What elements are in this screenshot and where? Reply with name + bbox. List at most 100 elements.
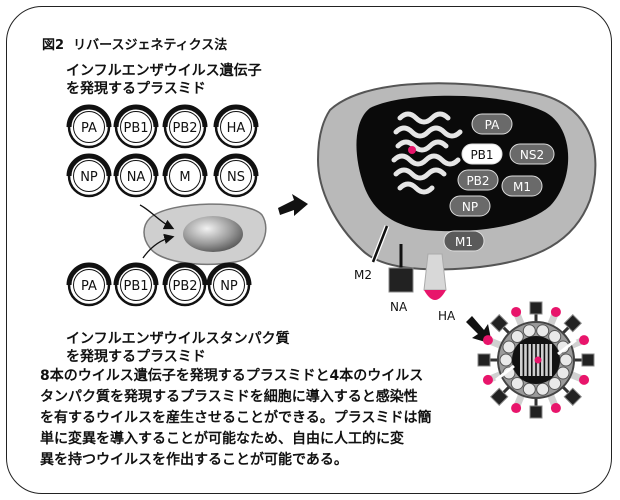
nucleus-protein-label: NS2 [520,148,544,162]
na-label: NA [390,300,408,314]
viral-rna-segments [391,111,463,195]
plasmid-entry-arrow-top [139,204,175,230]
ha-spike-head [579,374,590,385]
nucleus-protein-label: NP [462,200,478,214]
na-spike-head [563,387,582,406]
description-line-3: を有するウイルスを産生させることができる。プラスミドは簡 [40,410,432,426]
nucleus-protein-label: PB2 [466,174,489,188]
m1-matrix [499,353,513,367]
gene-plasmid-label: NS [227,170,245,185]
gene-plasmid-label: PA [81,121,97,136]
m1-matrix [548,330,562,344]
gene-plasmid-label: NA [127,170,146,185]
cell-nucleus [183,216,243,252]
figure-title: 図2 リバースジェネティクス法 [42,38,228,53]
ha-label: HA [438,309,456,323]
gene-plasmid: HA [213,104,259,149]
gene-plasmid: PB1 [113,104,159,149]
m2-channel [370,225,390,263]
description-line-2: タンパク質を発現するプラスミドを細胞に導入すると感染性 [40,389,418,405]
nucleus-protein: PB2 [457,169,499,191]
gene-plasmid: M [162,153,208,198]
description: 8本のウイルス遺伝子を発現するプラスミドと4本のウイルス タンパク質を発現するプ… [40,366,431,471]
nucleus-protein: PB1 [461,143,503,165]
protein-plasmid-label: NP [220,279,238,294]
nucleus-protein-label: PB1 [470,148,493,162]
protein-plasmid: PA [66,262,112,307]
protein-plasmid: NP [206,262,252,307]
m1-matrix [502,340,516,354]
rnp-segment [541,344,544,376]
gene-plasmid-label: NP [80,170,98,185]
m1-matrix [548,376,562,390]
rnp-segment [528,344,531,376]
polymerase-dot [408,146,416,154]
rnp-segment [549,344,552,376]
protein-plasmid-label: PA [81,279,97,294]
description-line-4: 単に変異を導入することが可能なため、自由に人工的に変 [40,431,404,447]
gene-plasmid: PB2 [162,104,208,149]
m1-matrix [522,324,536,338]
gene-plasmid: PA [66,104,112,149]
ha-spike-head [511,306,522,317]
ha-protein [423,253,447,300]
nucleus-protein: NP [449,195,491,217]
description-line-5: 異を持つウイルスを作出することが可能である。 [40,452,348,468]
ha-spike-head [550,403,561,414]
gene-plasmid: NP [66,153,112,198]
m2-channel [557,338,577,356]
protein-plasmid-row: PA PB1 PB2 NP [66,262,252,307]
transfected-cell [143,203,267,266]
protein-plasmid-label: PB1 [123,279,148,294]
gene-plasmid-caption-line-1: インフルエンザウイルス遺伝子 [66,63,262,79]
rnp-segment [545,344,548,376]
gene-plasmid-row-1: PA PB1 PB2 HA [66,104,259,149]
gene-plasmid-caption-line-2: を発現するプラスミド [66,81,206,97]
description-line-1: 8本のウイルス遺伝子を発現するプラスミドと4本のウイルス [40,368,424,384]
m2-channel [495,364,515,382]
m1-matrix [536,324,550,338]
gene-plasmid-label: PB1 [123,121,148,136]
protein-plasmid: PB1 [113,262,159,307]
nucleus-protein: NS2 [509,143,555,165]
gene-plasmid-row-2: NP NA M NS [66,153,259,198]
gene-plasmid: NS [213,153,259,198]
m1-matrix [559,353,573,367]
influenza-virion [477,301,595,419]
m1-matrix [556,366,570,380]
right-arrow-icon [278,194,308,216]
gene-plasmid-caption: インフルエンザウイルス遺伝子 を発現するプラスミド [66,62,262,98]
protein-plasmid-caption: インフルエンザウイルスタンパク質 を発現するプラスミド [66,330,290,366]
na-spike-head [490,387,509,406]
na-protein [388,244,414,293]
protein-plasmid-caption-line-1: インフルエンザウイルスタンパク質 [66,331,290,347]
m1-matrix [536,382,550,396]
na-spike-head [490,314,509,333]
rnp-segment [524,344,527,376]
na-spike-head [581,353,595,367]
gene-plasmid-label: M [179,170,190,185]
na-spike-head [529,405,543,419]
na-spike-head [563,314,582,333]
nucleus-protein-label: PA [485,118,500,132]
ha-spike-head [482,335,493,346]
protein-plasmid-label: PB2 [172,279,197,294]
na-spike-head [529,301,543,315]
gene-plasmid: NA [113,153,159,198]
polymerase-dot [534,356,542,364]
gene-plasmid-label: HA [227,121,246,136]
m1-matrix [510,330,524,344]
protein-plasmid-caption-line-2: を発現するプラスミド [66,349,206,365]
protein-plasmid: PB2 [162,262,208,307]
nucleus-protein: PA [471,113,513,135]
ha-spike-head [579,335,590,346]
plasmid-entry-arrow-bottom [142,233,175,259]
rnp-segment [532,344,536,376]
ha-spike-head [482,374,493,385]
ha-spike-head [550,306,561,317]
nucleus-protein: M1 [501,175,543,197]
rnp-segment [520,344,523,376]
ha-spike-head [511,403,522,414]
